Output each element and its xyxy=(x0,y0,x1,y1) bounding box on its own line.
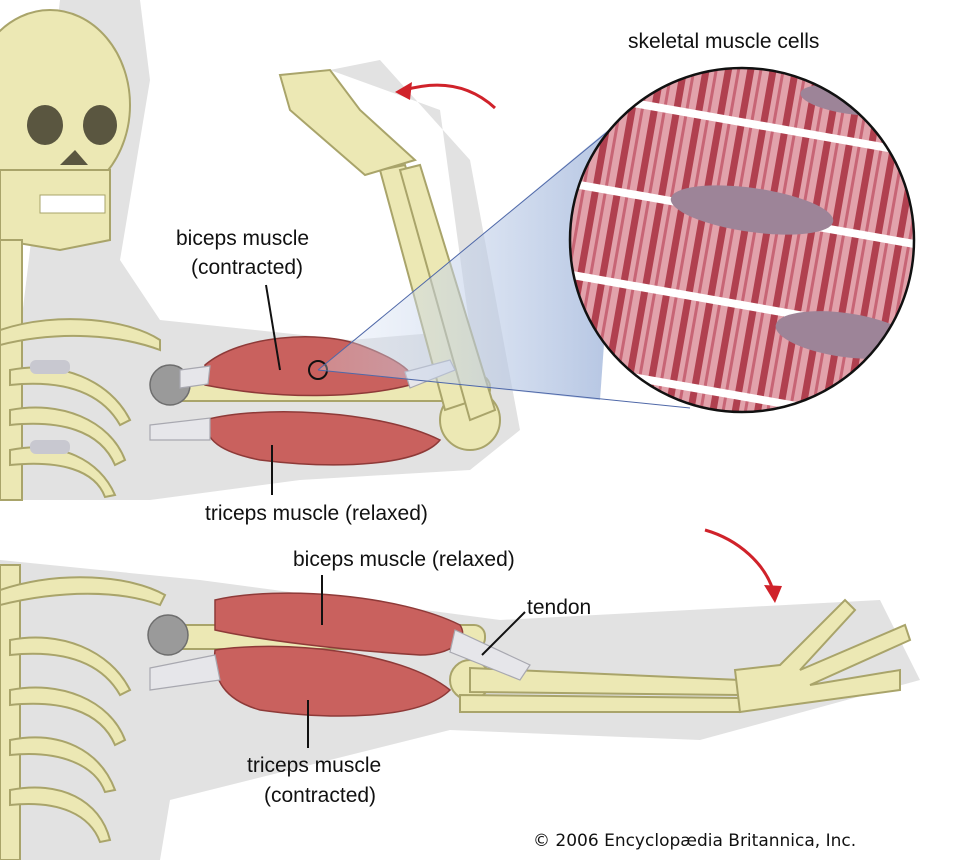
label-triceps-contracted-line2: (contracted) xyxy=(264,784,376,807)
extended-arm-illustration xyxy=(0,528,920,860)
label-triceps-contracted-line1: triceps muscle xyxy=(247,754,381,777)
hand-bones xyxy=(733,598,912,714)
extend-arrow xyxy=(704,528,775,591)
magnification-cone xyxy=(318,120,620,400)
skull xyxy=(0,9,131,252)
label-triceps-relaxed: triceps muscle (relaxed) xyxy=(205,502,428,525)
label-biceps-contracted-line1: biceps muscle xyxy=(176,227,309,250)
spine-and-ribs xyxy=(0,239,161,501)
triceps-contracted xyxy=(213,645,452,717)
triceps-relaxed xyxy=(149,411,442,466)
label-tendon: tendon xyxy=(527,596,591,619)
label-biceps-contracted-line2: (contracted) xyxy=(191,256,303,279)
flexed-arm-illustration xyxy=(0,0,691,501)
ribs-lower xyxy=(0,564,167,860)
label-skeletal-muscle-cells: skeletal muscle cells xyxy=(628,30,819,53)
label-biceps-relaxed: biceps muscle (relaxed) xyxy=(293,548,515,571)
copyright-notice: © 2006 Encyclopædia Britannica, Inc. xyxy=(533,831,856,851)
flex-arrow xyxy=(404,83,497,110)
